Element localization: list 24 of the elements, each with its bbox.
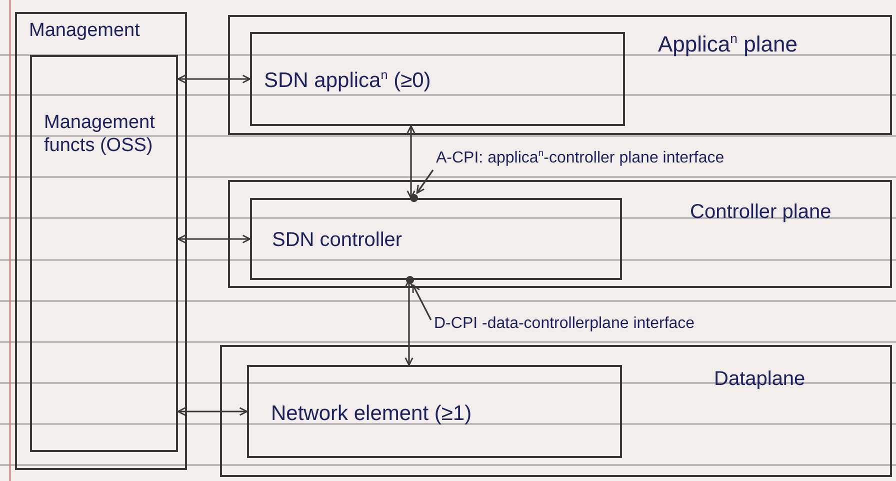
box-label: Applica$^{n}$ plane bbox=[658, 31, 798, 58]
plane-box bbox=[228, 180, 892, 288]
function-box bbox=[30, 55, 178, 452]
box-label: Management functs (OSS) bbox=[44, 112, 156, 158]
arrow bbox=[177, 234, 251, 244]
process-box bbox=[247, 365, 622, 458]
leader-line bbox=[412, 284, 432, 320]
arrow bbox=[406, 125, 416, 199]
box-label: Dataplane bbox=[714, 367, 806, 391]
interface-label: A-CPI: applica$^{n}$-controller plane interface bbox=[436, 148, 724, 168]
leader-line bbox=[416, 170, 434, 194]
box-label: Management bbox=[29, 20, 140, 43]
plane-box bbox=[228, 15, 892, 135]
process-box bbox=[250, 32, 625, 126]
box-label: SDN controller bbox=[272, 228, 402, 252]
arrow bbox=[177, 74, 251, 84]
process-box bbox=[250, 198, 622, 280]
plane-box bbox=[220, 345, 892, 477]
interface-label: D-CPI -data-controllerplane interface bbox=[434, 314, 695, 334]
management-box bbox=[15, 12, 187, 470]
box-label: Controller plane bbox=[690, 200, 832, 224]
box-label: SDN applica$^{n}$ (≥0) bbox=[264, 68, 431, 94]
box-label: Network element (≥1) bbox=[271, 401, 472, 426]
arrow bbox=[177, 407, 248, 416]
